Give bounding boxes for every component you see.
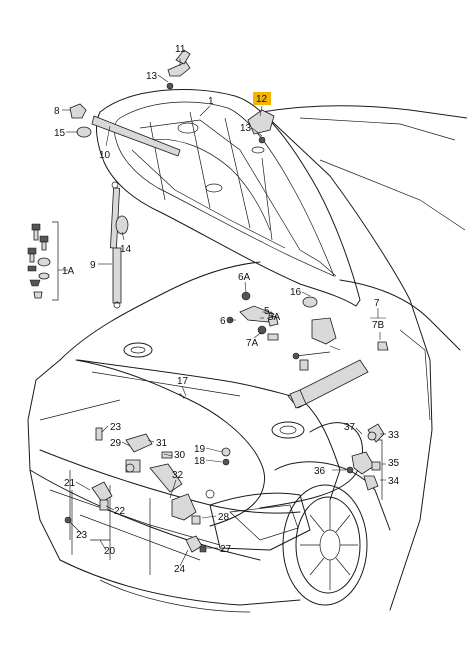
hood-latch-mechanism	[226, 291, 279, 341]
leader-lines	[58, 58, 386, 567]
callout-14: 14	[120, 244, 132, 255]
callout-29: 29	[110, 438, 122, 449]
release-lever	[171, 489, 215, 553]
callout-7b: 7B	[372, 320, 385, 331]
callout-6a: 6A	[238, 272, 251, 283]
callout-8: 8	[54, 106, 60, 117]
callout-16: 16	[290, 287, 302, 298]
hood-panel	[96, 88, 361, 307]
callout-12-highlight	[253, 92, 271, 105]
callout-37: 37	[344, 422, 356, 433]
callout-7: 7	[374, 298, 380, 309]
callout-35: 35	[388, 458, 400, 469]
hood-latch-top	[166, 49, 191, 90]
callout-13: 13	[240, 123, 252, 134]
front-wheel	[274, 461, 391, 606]
callout-10: 10	[99, 150, 111, 161]
callout-28: 28	[218, 512, 230, 523]
callout-19: 19	[194, 444, 206, 455]
callouts: 11 13 1 12 13 8 15 10 14 9 1A 6A 16 7 5 …	[54, 44, 400, 575]
callout-12: 12	[256, 94, 268, 105]
callout-9: 9	[90, 260, 96, 271]
right-side-parts	[346, 423, 385, 500]
callout-13: 13	[146, 71, 158, 82]
callout-31: 31	[156, 438, 168, 449]
callout-24: 24	[174, 564, 186, 575]
callout-32: 32	[172, 470, 184, 481]
callout-1: 1	[208, 96, 214, 107]
callout-23: 23	[110, 422, 122, 433]
latch-right	[302, 296, 389, 351]
callout-34: 34	[388, 476, 400, 487]
lower-front-parts	[64, 463, 183, 555]
callout-21: 21	[64, 478, 76, 489]
part-12	[247, 109, 275, 144]
callout-11: 11	[175, 44, 186, 55]
callout-36: 36	[314, 466, 326, 477]
gas-strut-9	[110, 181, 122, 309]
callout-27: 27	[220, 544, 232, 555]
callout-5a: 5A	[268, 312, 281, 323]
callout-20: 20	[104, 546, 116, 557]
callout-15: 15	[54, 128, 66, 139]
callout-7a: 7A	[246, 338, 259, 349]
car-body	[27, 105, 467, 613]
callout-33: 33	[388, 430, 400, 441]
callout-30: 30	[174, 450, 186, 461]
latch-support	[287, 351, 369, 409]
callout-18: 18	[194, 456, 206, 467]
fastener-group-1A	[27, 221, 59, 301]
callout-17: 17	[177, 376, 189, 387]
callout-23: 23	[76, 530, 88, 541]
hinge-left	[69, 103, 181, 235]
callout-22: 22	[114, 506, 126, 517]
callout-1a: 1A	[62, 266, 75, 277]
callout-6: 6	[220, 316, 226, 327]
callout-5: 5	[264, 306, 270, 317]
